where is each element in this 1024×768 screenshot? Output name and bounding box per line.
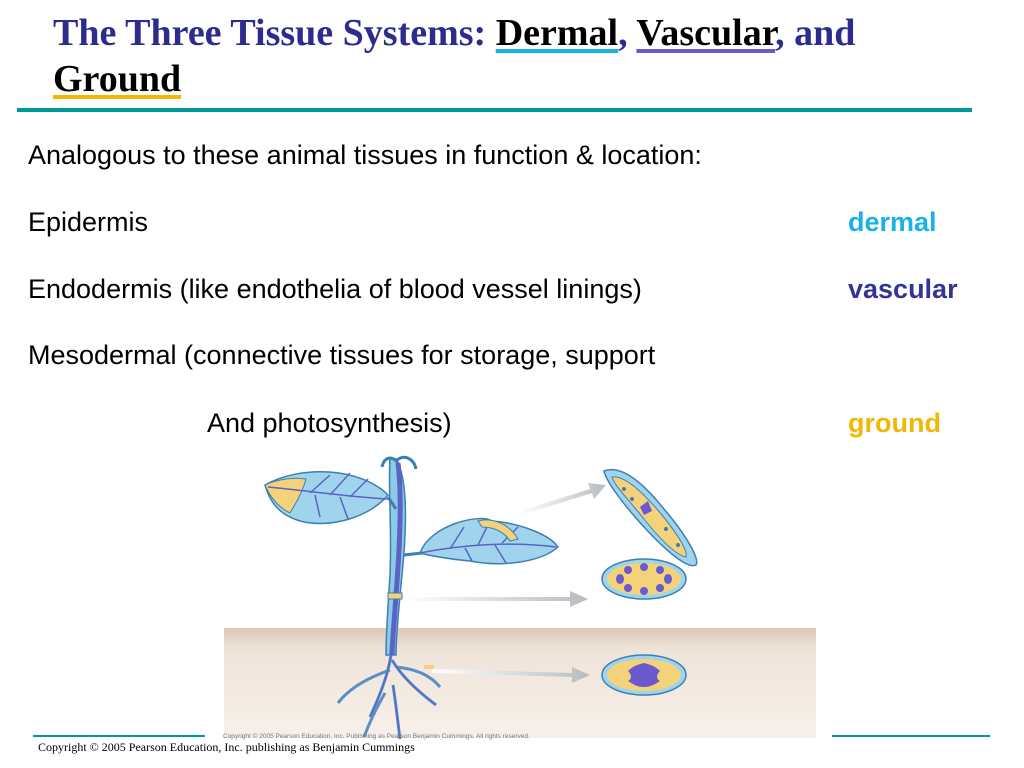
stem-bundle-7 (640, 587, 648, 595)
root-system-core (369, 654, 437, 740)
arrow-to-stem (404, 591, 588, 607)
stem-bundle-8 (624, 584, 632, 592)
stem-bundle-1 (616, 574, 624, 584)
leaf-cell-2 (664, 527, 668, 531)
intro-line: Analogous to these animal tissues in fun… (28, 140, 702, 170)
slide-title: The Three Tissue Systems: Dermal, Vascul… (53, 10, 1003, 102)
leaf-cell-1 (622, 487, 626, 491)
epidermis-line: Epidermis (28, 207, 149, 237)
leaf-cut-section (477, 519, 519, 542)
dermal-term: dermal (848, 207, 937, 237)
vascular-term: vascular (848, 274, 958, 304)
left-leaf-midrib (267, 472, 389, 520)
stem-vascular (389, 462, 403, 656)
arrow-to-root (432, 667, 590, 683)
stem-bundle-4 (656, 566, 664, 574)
figure-credit: Copyright © 2005 Pearson Education, Inc.… (223, 732, 530, 740)
leaf-cell-4 (630, 497, 634, 501)
root-section-marker (424, 665, 434, 669)
leaf-cell-3 (676, 543, 680, 547)
stem-bundle-5 (664, 574, 672, 584)
title-vascular: Vascular (636, 12, 776, 54)
right-leaf (419, 517, 559, 565)
endodermis-line: Endodermis (like endothelia of blood ves… (28, 274, 642, 304)
footer-copyright: Copyright © 2005 Pearson Education, Inc.… (38, 740, 415, 754)
ground-term: ground (848, 408, 941, 438)
left-leaf-section (264, 477, 307, 514)
title-comma-1: , (618, 12, 628, 54)
footer-rule-right (832, 735, 990, 737)
title-ground: Ground (53, 58, 182, 100)
photosynthesis-line: And photosynthesis) (207, 408, 452, 438)
stem-section-marker (387, 592, 403, 600)
title-prefix: The Three Tissue Systems: (53, 12, 496, 54)
title-divider (17, 108, 972, 112)
leaf-cross-section-vein (640, 501, 652, 515)
stem-bundle-2 (624, 566, 632, 574)
title-dermal: Dermal (495, 12, 619, 54)
stem-bundle-3 (640, 563, 648, 571)
arrow-to-leaf (520, 483, 606, 515)
mesodermal-line: Mesodermal (connective tissues for stora… (28, 340, 656, 370)
left-petiole (386, 496, 398, 510)
right-petiole (403, 551, 423, 557)
root-vascular-cylinder (628, 663, 660, 687)
shoot-tip (380, 455, 418, 470)
title-and: , and (775, 12, 856, 54)
stem-bundle-6 (656, 584, 664, 592)
footer-rule-left (33, 735, 205, 737)
plant-tissue-figure: Copyright © 2005 Pearson Education, Inc.… (223, 455, 816, 740)
soil-region (224, 628, 816, 738)
leaf-cross-section-inner (611, 476, 687, 558)
